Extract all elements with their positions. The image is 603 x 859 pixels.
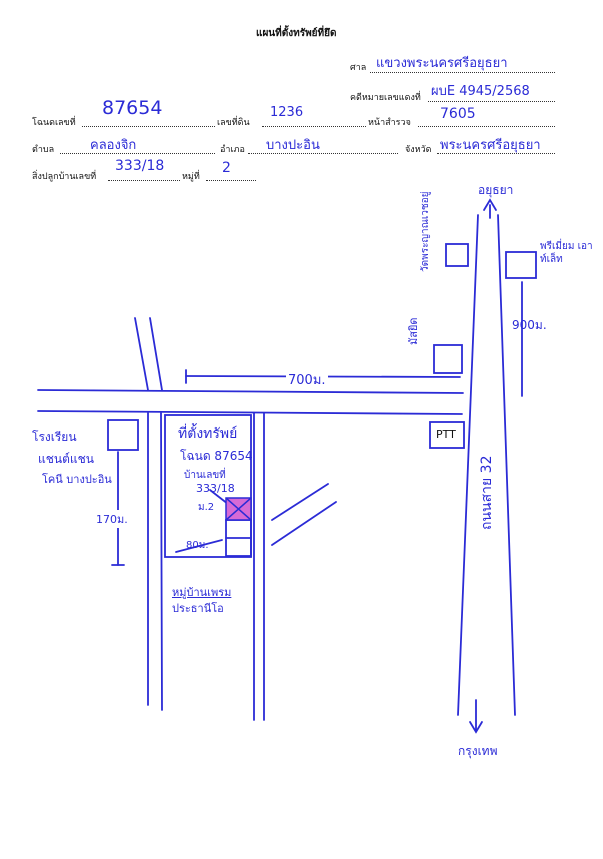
subdistrict-rule <box>60 153 215 154</box>
left-road-a <box>134 317 149 391</box>
property-label-4: 333/18 <box>196 482 235 495</box>
deed-value: 87654 <box>102 97 163 119</box>
district-value: บางปะอิน <box>266 138 320 153</box>
mosque-box <box>433 344 463 374</box>
dist-900-label: 900ม. <box>512 318 547 332</box>
main-road-bottom-edge <box>37 410 463 415</box>
land-value: 1236 <box>270 105 304 120</box>
property-label-3: บ้านเลขที่ <box>184 470 226 481</box>
shop-label-1: พรีเมี่ยม เอาท์เล็ท <box>540 241 593 265</box>
case-rule <box>428 101 555 102</box>
dist-700-label: 700ม. <box>286 369 328 390</box>
highway-right-edge <box>497 214 516 716</box>
house-value: 333/18 <box>115 158 165 174</box>
court-value: แขวงพระนครศรีอยุธยา <box>376 56 508 71</box>
property-marker-x <box>225 497 252 521</box>
province-label: จังหวัด <box>405 145 432 155</box>
school-label-3: โคนี บางปะอิน <box>42 473 112 486</box>
village-label-1: หมู่บ้านเพรม <box>172 586 232 599</box>
survey-value: 7605 <box>440 106 476 122</box>
temple-label: วัดพระญาณเวชอยู่ <box>420 191 431 272</box>
district-label: อำเภอ <box>220 145 245 155</box>
property-compound <box>164 414 252 558</box>
branch-road-b <box>271 501 337 546</box>
moo-label: หมู่ที่ <box>182 172 200 182</box>
branch-road-a <box>271 483 329 521</box>
case-label: คดีหมายเลขแดงที่ <box>350 93 421 103</box>
school-box <box>107 419 139 451</box>
mosque-label: มัสยิด <box>407 317 420 345</box>
deed-rule <box>82 126 215 127</box>
dist-80-label: 80ม. <box>186 540 209 551</box>
to-north-label: อยุธยา <box>478 183 514 197</box>
house-rule <box>108 180 180 181</box>
highway-left-edge <box>457 214 479 716</box>
north-arrow-head <box>483 198 497 211</box>
court-rule <box>370 72 555 73</box>
province-rule <box>437 153 555 154</box>
survey-rule <box>418 126 555 127</box>
dist-170-label: 170ม. <box>96 510 128 528</box>
shop-box <box>505 251 537 279</box>
property-label-5: ม.2 <box>198 502 215 513</box>
house-label: สิ่งปลูกบ้านเลขที่ <box>32 172 97 182</box>
land-label: เลขที่ดิน <box>217 118 250 128</box>
moo-rule <box>206 180 256 181</box>
survey-label: หน้าสำรวจ <box>368 118 411 128</box>
case-value: ผบE 4945/2568 <box>431 84 530 99</box>
page-title: แผนที่ตั้งทรัพย์ที่ยึด <box>256 28 337 39</box>
ptt-label: PTT <box>436 428 456 441</box>
land-rule <box>262 126 366 127</box>
subdistrict-label: ตำบล <box>32 145 55 155</box>
school-label-1: โรงเรียน <box>32 430 77 444</box>
school-label-2: แชนต์แชน <box>38 452 94 466</box>
temple-box <box>445 243 469 267</box>
main-road-top-edge <box>37 389 464 394</box>
to-south-label: กรุงเทพ <box>458 744 498 758</box>
dim-80-line <box>175 539 223 553</box>
court-label: ศาล <box>350 63 367 73</box>
subdistrict-value: คลองจิก <box>90 138 137 153</box>
province-value: พระนครศรีอยุธยา <box>440 138 541 153</box>
property-label-1: ที่ตั้งทรัพย์ <box>178 426 238 442</box>
village-label-2: ประธานีโอ <box>172 602 224 615</box>
district-rule <box>248 153 398 154</box>
property-label-2: โฉนด 87654 <box>180 449 253 463</box>
ptt-box <box>429 421 465 449</box>
house-pointer <box>209 489 229 505</box>
left-road-b <box>149 317 163 391</box>
deed-label: โฉนดเลขที่ <box>32 118 76 128</box>
moo-value: 2 <box>222 160 231 176</box>
south-arrow-head <box>469 721 483 734</box>
lower-left-road-b <box>160 412 163 711</box>
highway-label: ถนนสาย 32 <box>479 455 495 531</box>
